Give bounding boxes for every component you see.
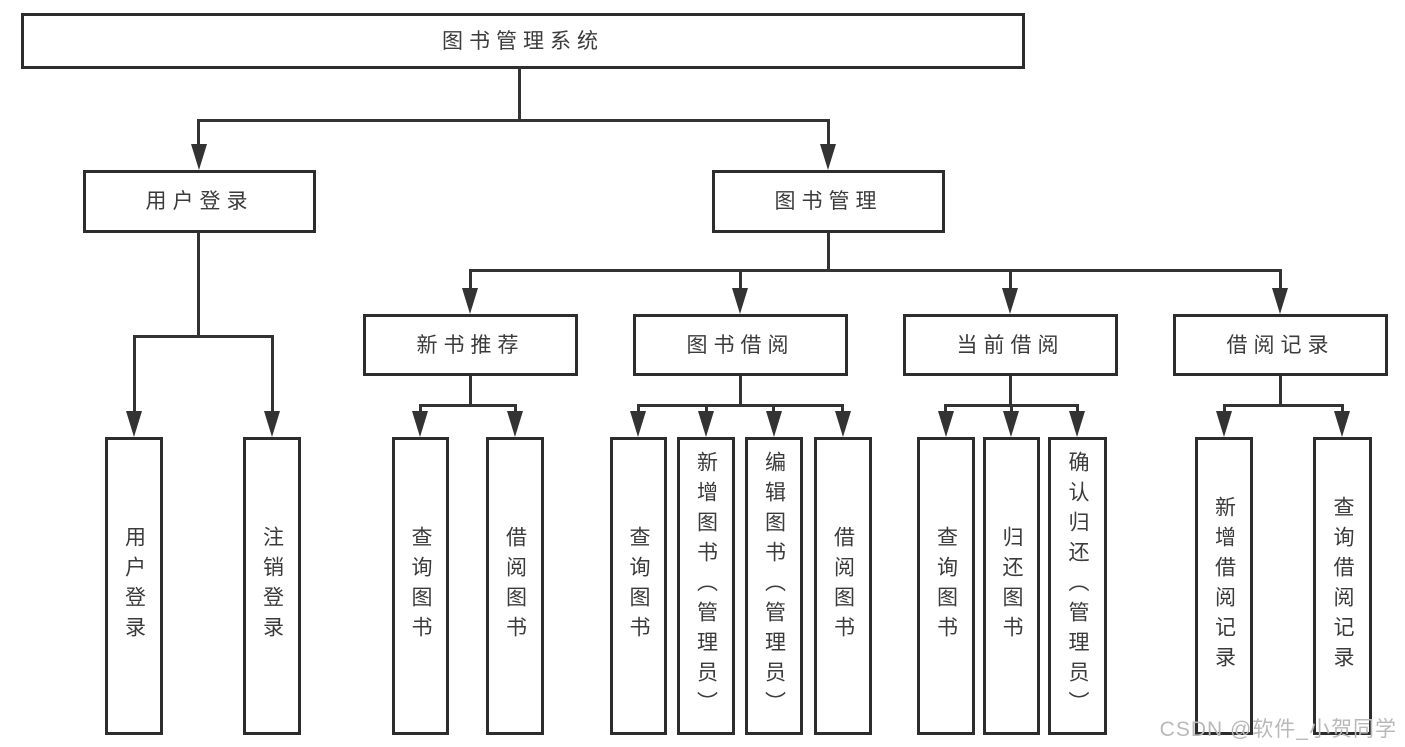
arrowhead-down-icon: [462, 288, 478, 314]
leaf-records-query-record: 查询借阅记录: [1313, 437, 1372, 735]
arrowhead-down-icon: [126, 411, 142, 437]
node-root: 图书管理系统: [21, 13, 1025, 69]
connector-drop: [197, 119, 200, 155]
arrowhead-down-icon: [938, 411, 954, 437]
arrowhead-down-icon: [732, 288, 748, 314]
leaf-current-query-books: 查询图书: [917, 437, 975, 735]
connector-root-stem: [518, 66, 521, 122]
arrowhead-down-icon: [835, 411, 851, 437]
node-book-borrow: 图书借阅: [633, 314, 848, 376]
connector-drop: [827, 119, 830, 155]
node-borrow-records: 借阅记录: [1173, 314, 1388, 376]
arrowhead-down-icon: [507, 411, 523, 437]
connector-currentborrow-stem: [1009, 376, 1012, 407]
arrowhead-down-icon: [1002, 288, 1018, 314]
connector-userlogin-rail: [133, 335, 273, 338]
leaf-borrow-edit-books-admin: 编辑图书（管理员）: [745, 437, 803, 735]
leaf-newbook-borrow-books: 借阅图书: [486, 437, 544, 735]
connector-records-rail: [1223, 404, 1343, 407]
leaf-current-return-books: 归还图书: [983, 437, 1040, 735]
arrowhead-down-icon: [630, 411, 646, 437]
leaf-logout: 注销登录: [243, 437, 301, 735]
connector-bookmgmt-rail: [469, 269, 1281, 272]
leaf-current-confirm-return-admin: 确认归还（管理员）: [1048, 437, 1107, 735]
connector-drop: [1279, 269, 1282, 293]
connector-userlogin-stem: [197, 232, 200, 338]
node-book-management: 图书管理: [712, 170, 945, 233]
connector-drop: [271, 335, 274, 417]
node-current-borrow: 当前借阅: [903, 314, 1118, 376]
arrowhead-down-icon: [1334, 411, 1350, 437]
connector-newbooks-rail: [419, 404, 516, 407]
leaf-user-login: 用户登录: [105, 437, 163, 735]
node-user-login: 用户登录: [83, 170, 316, 233]
node-new-book-recommend: 新书推荐: [363, 314, 578, 376]
leaf-borrow-borrow-books: 借阅图书: [814, 437, 872, 735]
arrowhead-down-icon: [1003, 411, 1019, 437]
connector-newbooks-stem: [469, 376, 472, 407]
arrowhead-down-icon: [191, 144, 207, 170]
leaf-records-add-record: 新增借阅记录: [1195, 437, 1253, 735]
arrowhead-down-icon: [1272, 288, 1288, 314]
arrowhead-down-icon: [1216, 411, 1232, 437]
connector-drop: [469, 269, 472, 293]
arrowhead-down-icon: [766, 411, 782, 437]
connector-bookmgmt-stem: [827, 232, 830, 272]
connector-drop: [739, 269, 742, 293]
leaf-newbook-query-books: 查询图书: [392, 437, 449, 735]
arrowhead-down-icon: [698, 411, 714, 437]
watermark-text: CSDN @软件_小贺同学: [1159, 718, 1397, 741]
connector-drop: [1009, 269, 1012, 293]
connector-bookborrow-rail: [637, 404, 844, 407]
connector-records-stem: [1279, 376, 1282, 407]
leaf-borrow-query-books: 查询图书: [610, 437, 667, 735]
arrowhead-down-icon: [1069, 411, 1085, 437]
connector-bookborrow-stem: [739, 376, 742, 407]
leaf-borrow-add-books-admin: 新增图书（管理员）: [677, 437, 735, 735]
connector-drop: [133, 335, 136, 417]
arrowhead-down-icon: [820, 144, 836, 170]
arrowhead-down-icon: [412, 411, 428, 437]
arrowhead-down-icon: [264, 411, 280, 437]
connector-root-rail: [197, 119, 830, 122]
